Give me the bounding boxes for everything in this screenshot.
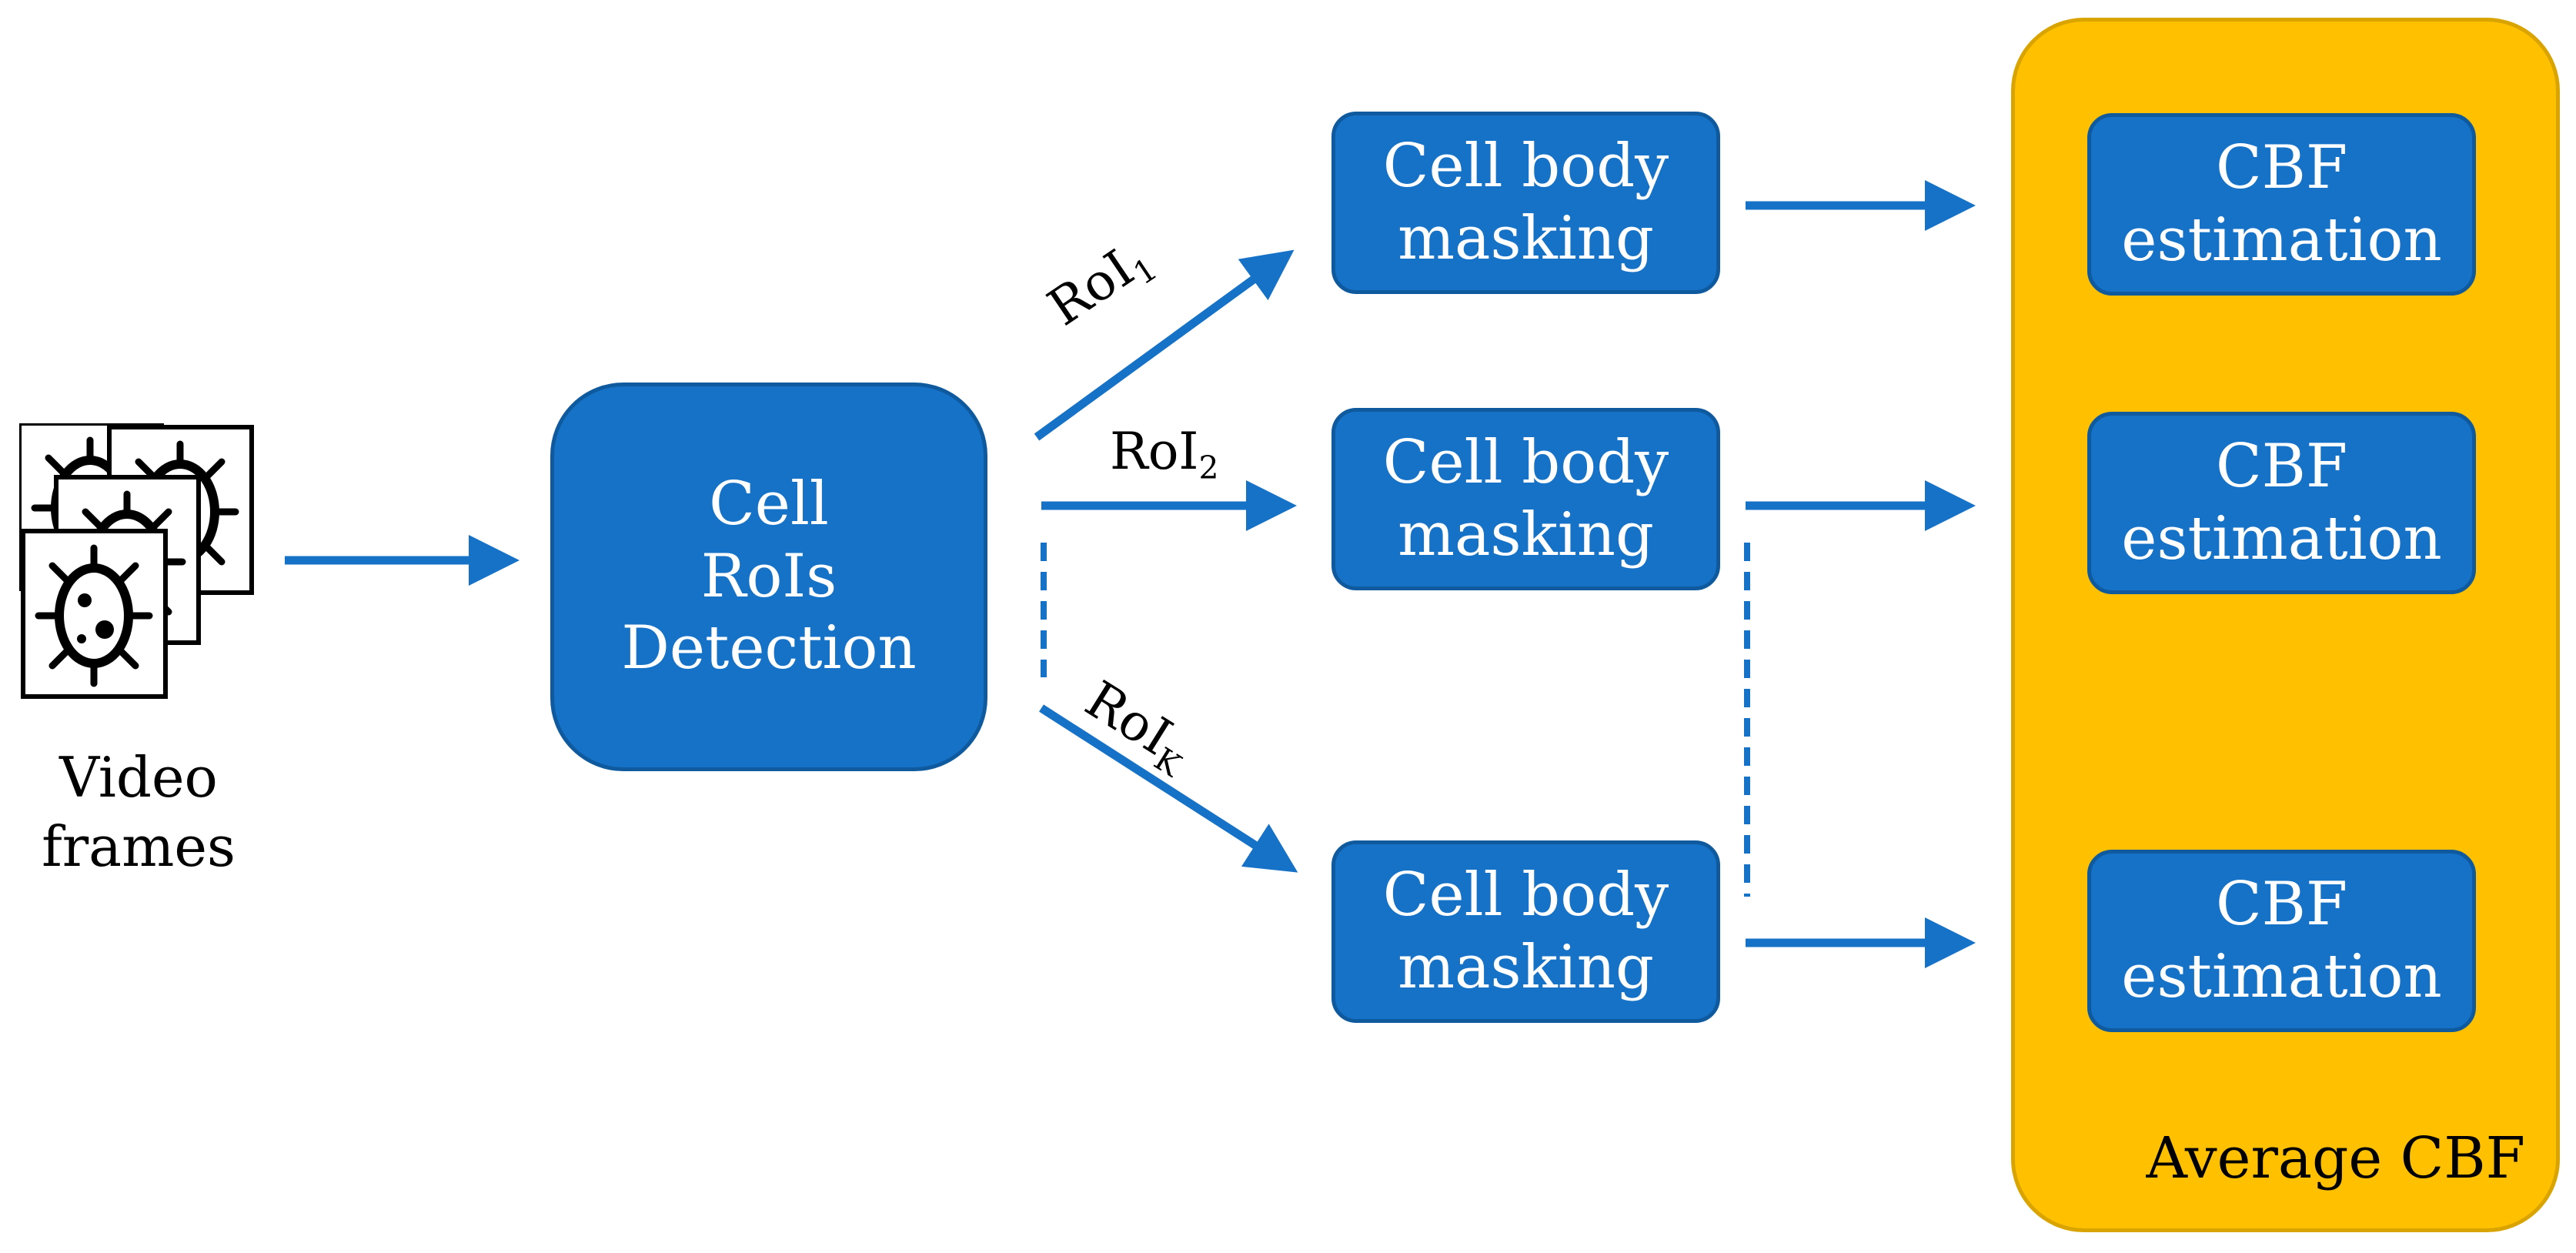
roi-2-sub: 2 bbox=[1198, 449, 1219, 487]
cbf-estimation-node-2: CBF estimation bbox=[2087, 412, 2476, 594]
average-cbf-label: Average CBF bbox=[2146, 1125, 2525, 1191]
roi-2-base: RoI bbox=[1110, 422, 1199, 481]
arrow-roi1 bbox=[1034, 249, 1295, 441]
masking-1-line1: Cell body bbox=[1382, 131, 1669, 201]
arrow-roik bbox=[1039, 704, 1298, 873]
cell-rois-detection-node: Cell RoIs Detection bbox=[550, 383, 987, 771]
estimation-1-line2: estimation bbox=[2121, 205, 2442, 275]
detection-line1: Cell bbox=[709, 469, 829, 540]
cell-body-masking-node-1: Cell body masking bbox=[1331, 112, 1720, 294]
masking-1-line2: masking bbox=[1398, 203, 1654, 273]
masking-2-line2: masking bbox=[1398, 500, 1654, 570]
detection-line3: Detection bbox=[621, 613, 917, 683]
estimation-3-line2: estimation bbox=[2121, 941, 2442, 1011]
estimation-3-line1: CBF bbox=[2215, 869, 2348, 939]
estimation-1-line1: CBF bbox=[2215, 132, 2348, 202]
frame-stack bbox=[19, 423, 281, 716]
detection-line2: RoIs bbox=[700, 541, 837, 611]
estimation-2-line2: estimation bbox=[2121, 503, 2442, 573]
masking-2-line1: Cell body bbox=[1382, 427, 1669, 497]
video-frames-line1: Video bbox=[59, 745, 218, 810]
roi-label-2: RoI2 bbox=[1110, 422, 1219, 486]
cbf-estimation-node-1: CBF estimation bbox=[2087, 113, 2476, 296]
estimation-2-line1: CBF bbox=[2215, 431, 2348, 501]
video-frames-line2: frames bbox=[42, 814, 236, 879]
masking-3-line1: Cell body bbox=[1382, 860, 1669, 930]
video-frames-label: Video frames bbox=[0, 743, 277, 881]
masking-3-line2: masking bbox=[1398, 932, 1654, 1002]
cell-body-masking-node-2: Cell body masking bbox=[1331, 408, 1720, 590]
cbf-estimation-node-3: CBF estimation bbox=[2087, 850, 2476, 1032]
cell-body-masking-node-3: Cell body masking bbox=[1331, 840, 1720, 1023]
